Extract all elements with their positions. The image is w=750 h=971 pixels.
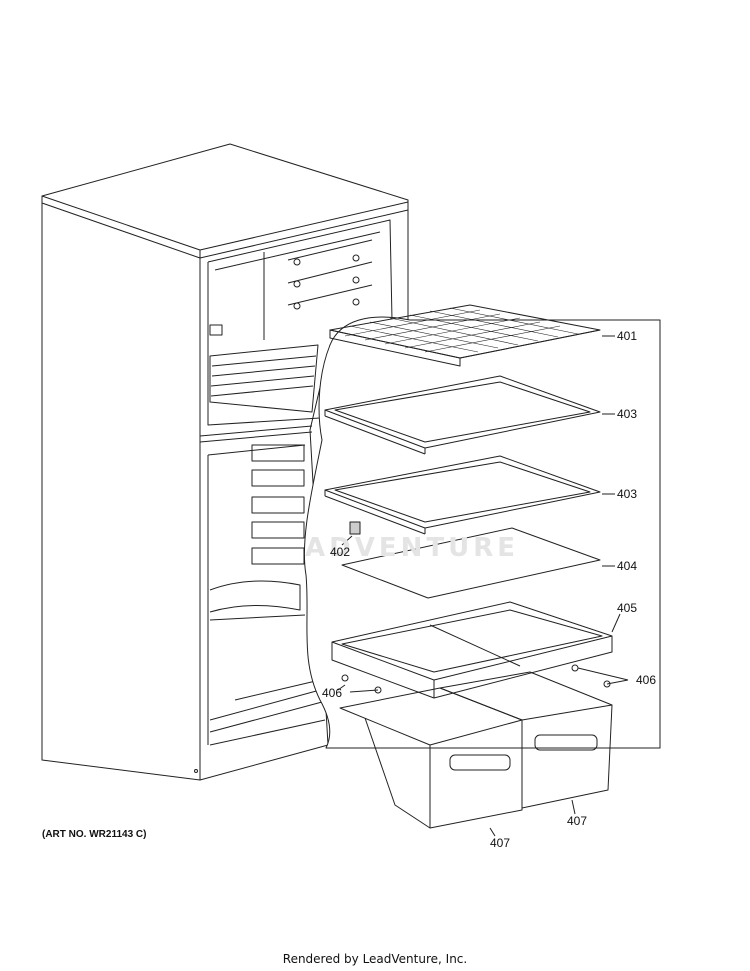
callout-403-upper: 403 (617, 407, 637, 421)
callout-402: 402 (330, 545, 350, 559)
footer-credit: Rendered by LeadVenture, Inc. (282, 952, 468, 966)
callout-406-left: 406 (322, 686, 342, 700)
callout-401: 401 (617, 329, 637, 343)
shelf-frame-403-lower (324, 455, 601, 535)
refrigerator-cabinet (41, 143, 409, 781)
exploded-view-panel (303, 316, 661, 749)
watermark: ADVENTURE (305, 533, 519, 563)
crisper-cover-glass-404 (341, 527, 601, 599)
callout-407-left: 407 (490, 836, 510, 850)
shelf-support-402 (341, 521, 361, 546)
callout-404: 404 (617, 559, 637, 573)
callout-406-right: 406 (636, 673, 656, 687)
wire-shelf-401 (329, 304, 601, 367)
callout-407-right: 407 (567, 814, 587, 828)
crisper-drawer-407-right (439, 671, 613, 809)
callout-405: 405 (617, 601, 637, 615)
art-number: (ART NO. WR21143 C) (42, 829, 147, 840)
callout-403-lower: 403 (617, 487, 637, 501)
shelf-frame-403-upper (324, 375, 601, 455)
leader-lines (337, 335, 629, 837)
crisper-frame-405 (331, 601, 613, 699)
